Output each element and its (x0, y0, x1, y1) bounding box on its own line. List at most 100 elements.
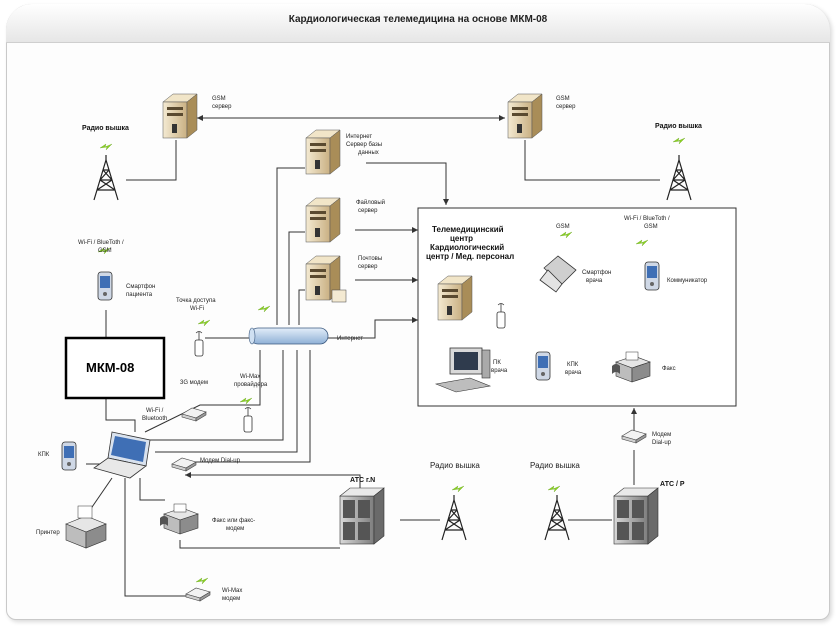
file-label2: сервер (358, 208, 378, 214)
link-db-bus (276, 167, 305, 325)
wireless-bolt-icon (672, 137, 686, 145)
link-laptop-printer (89, 477, 113, 511)
link-laptop-bus-3 (155, 350, 298, 453)
db-label3: данных (358, 150, 379, 156)
pc-doctor-icon (434, 347, 492, 393)
wifi-bt-label1: Wi-Fi / (146, 408, 164, 414)
radio-right-label: Радио вышка (655, 123, 702, 130)
link-dialup-bus (195, 350, 311, 463)
file-server-icon (305, 197, 341, 243)
access-point-antenna-icon (194, 331, 204, 357)
center-wifi-label1: Wi-Fi / BlueToth / (624, 216, 670, 222)
internet-bus (248, 327, 329, 345)
link-db-center (366, 162, 447, 205)
wireless-bolt-icon (451, 485, 465, 493)
link-gsm-left-tower (126, 140, 177, 181)
link-mail-bus (298, 289, 305, 325)
ats-p-label: АТС / Р (660, 481, 685, 488)
smartphone-doctor-label1: Смартфон (582, 270, 611, 276)
kpk-patient-icon (61, 441, 77, 471)
wifi-bt-label2: Bluetooth (142, 416, 167, 422)
modem-dialup-right-label2: Dial-up (652, 440, 672, 446)
printer-label: Принтер (36, 530, 60, 536)
db-label1: Интернет (346, 134, 372, 140)
gsm-left-label2: сервер (212, 104, 232, 110)
kpk-label: КПК (38, 452, 50, 458)
link-laptop-bus-1 (144, 350, 261, 433)
access-point-label2: Wi-Fi (190, 306, 204, 312)
radio-tower-mid1-icon (441, 494, 467, 541)
connection-lines (86, 115, 660, 597)
center-server-icon (437, 275, 473, 321)
laptop-icon (93, 431, 151, 479)
communicator-label: Коммуникатор (667, 278, 708, 284)
gsm-server-right-icon (507, 93, 543, 139)
link-mkm-laptop (105, 398, 136, 432)
link-laptop-ats (185, 474, 361, 495)
fax-modem-label1: Факс или факс- (212, 518, 255, 524)
radio-left-label: Радио вышка (82, 125, 129, 132)
wireless-bolt-icon (547, 485, 561, 493)
mkm08-device (64, 336, 166, 400)
dialup-modem-right-icon (621, 429, 647, 444)
kpk-doctor-icon (535, 351, 551, 381)
wireless-bolt-icon (195, 577, 209, 585)
center-wifi-label2: GSM (644, 224, 658, 230)
gsm-right-label1: GSM (556, 96, 570, 102)
center-label1: Телемедицинский (432, 225, 504, 234)
pc-doctor-label2: врача (491, 368, 508, 374)
link-file-bus (288, 231, 305, 325)
kpk-doctor-label2: врача (565, 370, 582, 376)
ats-n-label: АТС г.N (350, 477, 375, 484)
title-bar (6, 4, 830, 43)
wimax-modem-icon (185, 587, 211, 602)
smartphone-patient-label1: Смартфон (126, 284, 155, 290)
database-server-icon (305, 129, 341, 175)
mkm08-label: МКМ-08 (86, 360, 134, 375)
gsm-right-label2: сервер (556, 104, 576, 110)
wimax-modem-label2: модем (222, 596, 240, 602)
ats-n-icon (339, 487, 385, 545)
printer-icon (65, 505, 107, 549)
wireless-bolt-icon (239, 397, 253, 405)
gsm-server-left-icon (162, 93, 198, 139)
smartphone-patient-label2: пациента (126, 292, 153, 298)
wireless-bolt-icon (197, 319, 211, 327)
radio-tower-right-icon (666, 154, 692, 201)
gsm-left-label1: GSM (212, 96, 226, 102)
link-laptop-fax (139, 478, 165, 501)
dialup-modem-icon (171, 457, 197, 472)
wimax-provider-label1: Wi-Max (240, 374, 260, 380)
ats-p-icon (613, 487, 659, 545)
dialup-modem-label: Модем Dial-up (200, 458, 241, 464)
smartphone-patient-icon (97, 271, 113, 301)
patient-wifi-label1: Wi-Fi / BlueToth / (78, 240, 124, 246)
mail-label1: Почтовы (358, 256, 382, 262)
center-label3: Кардиологический (430, 243, 504, 252)
wireless-bolt-icon (99, 143, 113, 151)
wimax-provider-antenna-icon (243, 407, 253, 433)
fax-label: Факс (662, 366, 676, 372)
modem-3g-icon (181, 407, 207, 422)
wimax-provider-label2: провайдера (234, 381, 268, 388)
link-gsm-right-tower (524, 140, 660, 181)
internet-label: Интернет (337, 336, 363, 342)
wimax-modem-label1: Wi-Max (222, 588, 242, 594)
link-laptop-bus-2 (150, 350, 284, 441)
link-laptop-wimax (124, 478, 190, 597)
pc-doctor-label1: ПК (493, 360, 501, 366)
center-label4: центр / Мед. персонал (426, 252, 514, 261)
diagram-title: Кардиологическая телемедицина на основе … (288, 14, 548, 25)
patient-wifi-label2: GSM (98, 248, 112, 254)
radio-mid2-label: Радио вышка (530, 461, 580, 470)
file-label1: Файловый (356, 199, 385, 206)
communicator-icon (644, 261, 660, 291)
db-label2: Сервер базы (346, 142, 382, 148)
radio-tower-mid2-icon (544, 494, 570, 541)
mail-label2: сервер (358, 264, 378, 270)
link-fax-ats (179, 540, 340, 549)
fax-modem-icon (159, 503, 199, 535)
access-point-label1: Точка доступа (176, 298, 216, 304)
